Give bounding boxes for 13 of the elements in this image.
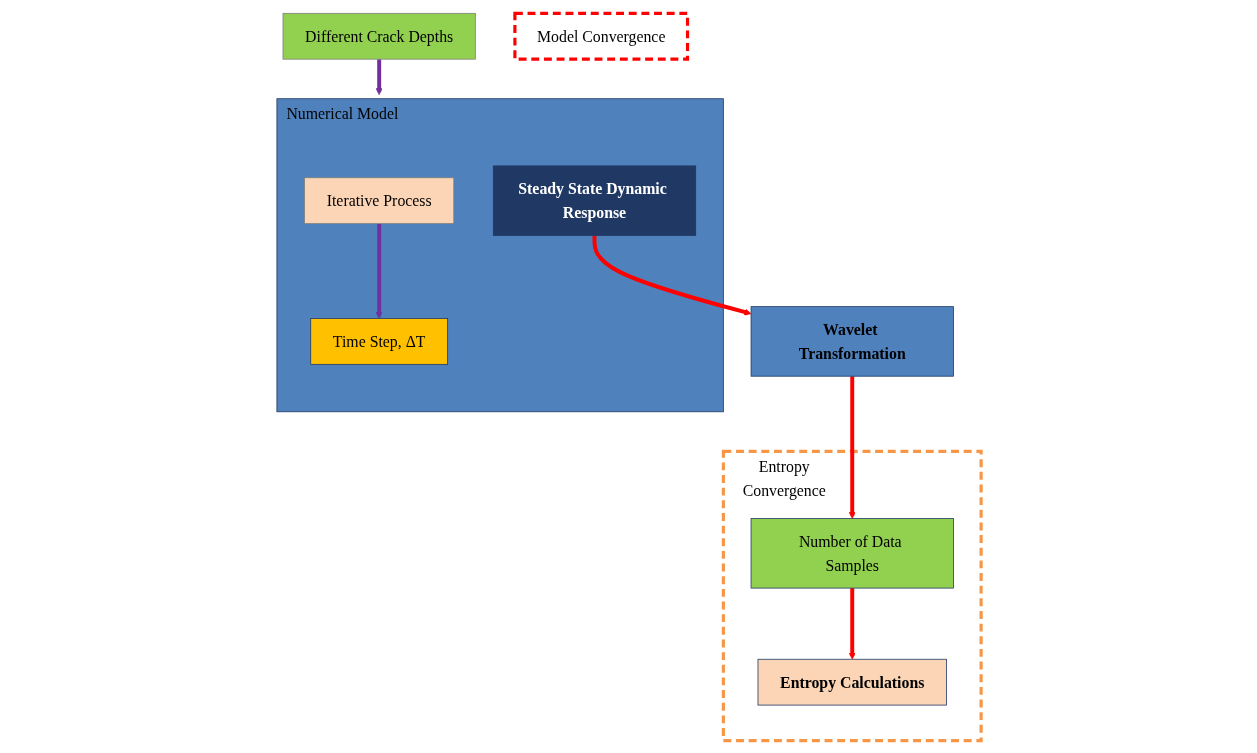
node-box: Model Convergence [512, 11, 689, 61]
node-box: Iterative Process [303, 176, 454, 224]
arrow [848, 375, 856, 519]
node-box: Number of Data Samples [750, 517, 954, 588]
arrow [375, 58, 383, 95]
arrow [592, 235, 751, 315]
node-box: Time Step, ΔT [309, 317, 448, 365]
node-box: Wavelet Transformation [750, 305, 954, 377]
arrow [375, 223, 383, 319]
node-box: Different Crack Depths [282, 12, 476, 60]
node-box: Steady State Dynamic Response [492, 165, 696, 236]
arrow [848, 587, 856, 660]
node-box: Entropy Calculations [757, 658, 947, 705]
